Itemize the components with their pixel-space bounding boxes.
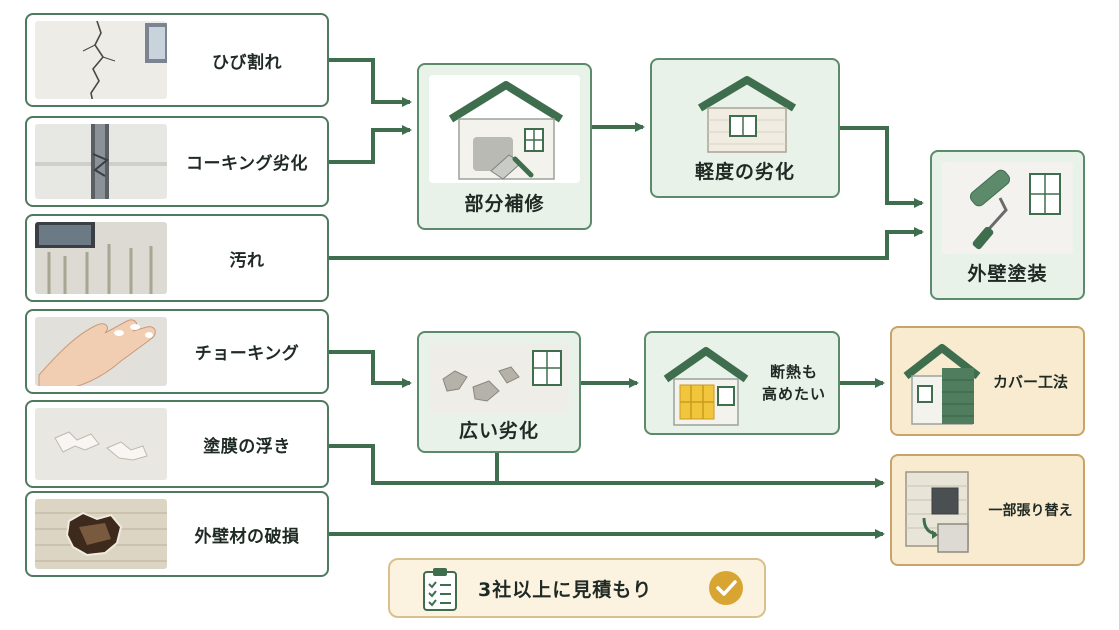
process-insulation: 断熱も 高めたい (644, 331, 840, 435)
source-card-caulking: コーキング劣化 (25, 116, 329, 207)
estimate-banner: 3社以上に見積もり (388, 558, 766, 618)
arrow-caulk-to-repair (329, 125, 412, 164)
source-card-peeling: 塗膜の浮き (25, 400, 329, 488)
estimate-text: 3社以上に見積もり (478, 578, 653, 601)
dirt-photo (35, 222, 167, 294)
damage-photo (35, 499, 167, 569)
result-label: 一部張り替え (988, 503, 1073, 519)
caulking-photo (35, 124, 167, 199)
peeling-wall-icon (429, 343, 569, 413)
source-label: 外壁材の破損 (194, 526, 300, 547)
source-label: 汚れ (229, 250, 265, 271)
process-label: 断熱も 高めたい (761, 362, 826, 404)
chalking-photo (35, 317, 167, 386)
arrow-chalk-to-wide (329, 350, 412, 388)
source-card-crack: ひび割れ (25, 13, 329, 107)
check-circle-icon (708, 570, 744, 606)
house-icon (662, 70, 828, 154)
arrow-dirt-to-paint (329, 227, 924, 260)
peeling-photo (35, 408, 167, 480)
process-light-degradation: 軽度の劣化 (650, 58, 840, 198)
source-label: コーキング劣化 (186, 154, 308, 174)
source-card-chalking: チョーキング (25, 309, 329, 394)
paint-roller-icon (942, 162, 1073, 254)
process-partial-repair: 部分補修 (417, 63, 592, 230)
house-insulation-icon (660, 343, 752, 427)
source-card-damage: 外壁材の破損 (25, 491, 329, 577)
process-label: 部分補修 (464, 193, 545, 215)
process-label: 外壁塗装 (967, 263, 1048, 285)
result-partial-replacement: 一部張り替え (890, 454, 1085, 566)
clipboard-checklist-icon (420, 566, 460, 612)
source-label: チョーキング (194, 344, 300, 364)
panel-replace-icon (902, 468, 984, 556)
process-exterior-painting: 外壁塗装 (930, 150, 1085, 300)
process-label: 広い劣化 (458, 420, 539, 442)
source-label: ひび割れ (212, 52, 282, 73)
house-cover-icon (902, 340, 982, 426)
result-cover-method: カバー工法 (890, 326, 1085, 436)
result-label: カバー工法 (992, 372, 1068, 391)
process-label: 軽度の劣化 (694, 161, 795, 183)
arrow-peel-to-replace (329, 444, 885, 488)
crack-photo (35, 21, 167, 99)
source-label: 塗膜の浮き (203, 436, 291, 457)
arrow-light-to-paint (840, 126, 924, 208)
process-wide-degradation: 広い劣化 (417, 331, 581, 453)
house-trowel-icon (429, 75, 580, 183)
arrow-crack-to-repair (329, 58, 412, 107)
source-card-dirt: 汚れ (25, 214, 329, 302)
